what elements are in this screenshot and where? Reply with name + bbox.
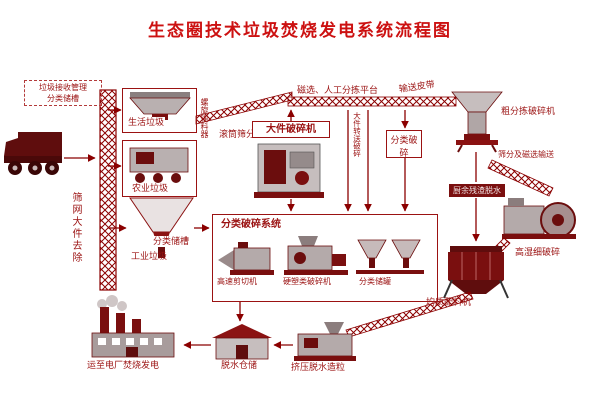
power-plant-icon xyxy=(91,295,175,358)
label-shear-machine: 高速剪切机 xyxy=(217,277,257,286)
label-high-moisture-crusher: 高湿细破碎 xyxy=(515,247,561,257)
label-classified-crushing: 分类破碎 xyxy=(386,130,422,158)
label-industrial-waste: 工业垃圾 xyxy=(131,251,168,261)
extrusion-machine-icon xyxy=(294,322,356,361)
label-crushing-system: 分类破碎系统 xyxy=(221,219,281,230)
homogenizer-icon xyxy=(443,246,509,299)
receiving-note-line1: 垃圾接收管理 xyxy=(39,83,87,92)
agricultural-waste-box xyxy=(122,140,197,197)
shear-machine-icon xyxy=(218,242,274,275)
flow-arrows xyxy=(64,106,480,349)
high-moisture-crusher-icon xyxy=(502,198,576,239)
coarse-crusher-icon xyxy=(451,91,503,153)
label-hard-plastic-crusher: 硬塑类破碎机 xyxy=(283,277,331,286)
agricultural-machine-icon xyxy=(129,147,189,183)
truck-icon xyxy=(4,132,62,175)
label-classified-tank: 分类储槽 xyxy=(152,236,191,247)
hard-plastic-crusher-icon xyxy=(284,236,348,275)
spiral-conveyor-icon xyxy=(195,91,293,125)
diagram-title: 生态圈技术垃圾焚烧发电系统流程图 xyxy=(148,21,452,40)
large-crusher-icon xyxy=(254,143,324,198)
label-homogenizing-batcher: 均质配料机 xyxy=(426,297,472,307)
label-large-item-crusher: 大件破碎机 xyxy=(252,121,330,138)
label-dewatering-storage: 脱水仓储 xyxy=(221,360,258,370)
storage-tanks-icon xyxy=(356,239,424,274)
label-coarse-sorting-crusher: 粗分拣破碎机 xyxy=(501,106,556,116)
label-classified-storage-tank: 分类储罐 xyxy=(359,277,391,286)
label-screen-removal: 筛网大件去除 xyxy=(70,192,81,264)
label-extrusion-granulation: 挤压脱水造粒 xyxy=(291,362,346,372)
warehouse-icon xyxy=(212,324,272,360)
receiving-note: 垃圾接收管理 分类储槽 xyxy=(24,80,102,106)
sorting-belt-icon xyxy=(287,96,457,107)
sorting-tower-icon xyxy=(99,89,117,291)
label-kitchen-residue: 厨余残渣脱水 xyxy=(449,184,505,197)
label-screening-conveying: 筛分及磁选输送 xyxy=(498,150,554,159)
crushing-system-box xyxy=(212,214,438,302)
label-agricultural-waste: 农业垃圾 xyxy=(131,183,170,194)
screening-conveyor-icon xyxy=(487,159,554,197)
label-drum-screening: 滚筒筛分 xyxy=(219,129,256,139)
label-transfer-crushing: 大件转送破碎 xyxy=(352,112,362,157)
label-spiral-feeder: 螺旋输料器 xyxy=(200,98,209,138)
household-waste-box xyxy=(122,88,197,133)
receiving-note-line2: 分类储槽 xyxy=(47,94,79,103)
classified-funnel-icon xyxy=(129,197,194,258)
label-power-plant: 运至电厂焚烧发电 xyxy=(87,360,160,370)
label-sorting-platform: 磁选、人工分拣平台 xyxy=(297,85,379,95)
label-household-waste: 生活垃圾 xyxy=(127,117,166,128)
